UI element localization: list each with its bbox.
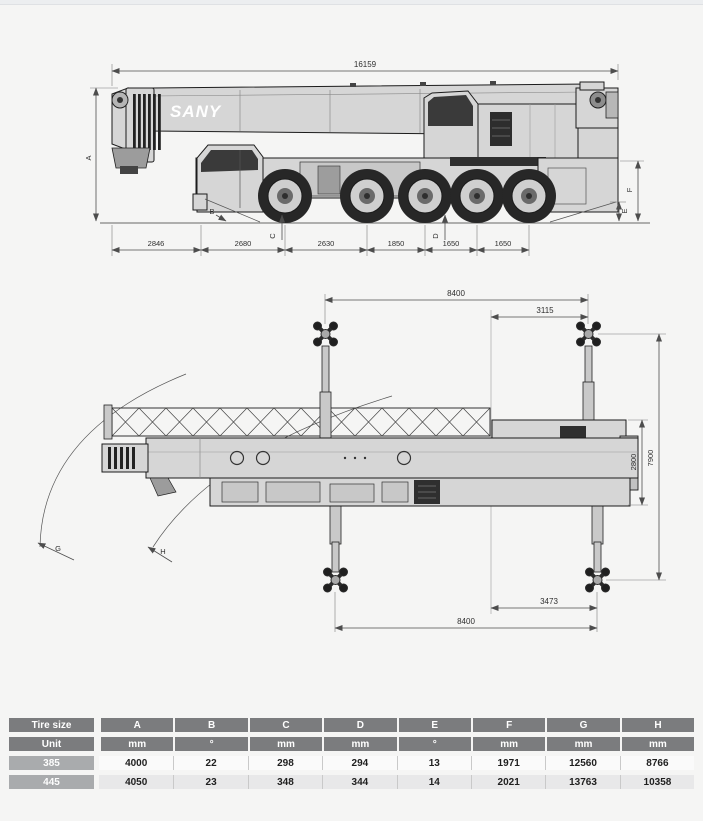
row385-e: 13: [396, 756, 471, 770]
row445-d: 344: [322, 775, 397, 789]
tire-size-385: 385: [9, 756, 99, 770]
unit-f: mm: [470, 737, 546, 751]
row385-b: 22: [173, 756, 248, 770]
row445-e: 14: [396, 775, 471, 789]
boom-top-view: [101, 437, 639, 497]
spec-table-unit-row: Unit mm ° mm mm ° mm mm mm: [9, 737, 695, 751]
unit-h: mm: [619, 737, 695, 751]
side-view-drawing: SANY: [84, 60, 650, 256]
spec-table-header-row: Tire size A B C D E F G H: [9, 718, 695, 732]
row385-f: 1971: [470, 756, 546, 770]
boom-head: [111, 87, 161, 174]
spec-table: Tire size A B C D E F G H Unit mm ° mm m…: [9, 713, 695, 794]
row445-f: 2021: [470, 775, 546, 789]
hook-block: [111, 147, 151, 169]
approach-angle-line: [204, 198, 261, 223]
spec-table-row-445: 445 4050 23 348 344 14 2021 13763 10358: [9, 775, 695, 789]
col-header-b: B: [173, 718, 248, 732]
dim-chain-3: 1850: [388, 239, 405, 248]
dim-outrigger-span-rear: 8400: [457, 617, 475, 626]
col-header-f: F: [470, 718, 546, 732]
col-header-g: G: [545, 718, 620, 732]
dim-chain-5: 1650: [495, 239, 512, 248]
row445-g: 13763: [545, 775, 620, 789]
col-header-a: A: [99, 718, 174, 732]
top-view-drawing: G H: [37, 289, 666, 632]
operator-cab: [423, 90, 479, 159]
col-header-c: C: [247, 718, 323, 732]
page-top-accent: [0, 0, 703, 5]
dim-label-g: G: [55, 544, 61, 553]
col-header-e: E: [396, 718, 471, 732]
sany-logo: SANY: [170, 102, 222, 121]
dim-chain-0: 2846: [148, 239, 165, 248]
winch-assembly: [575, 81, 619, 159]
unit-c: mm: [247, 737, 323, 751]
unit-d: mm: [322, 737, 397, 751]
row445-c: 348: [247, 775, 323, 789]
wheelbase-dimension-chain: 2846 2680 2630 1850 1650 1650: [111, 225, 530, 256]
dim-outrigger-span-front: 8400: [447, 289, 465, 298]
dim-vehicle-width: 2800: [629, 454, 638, 471]
dim-label-f: F: [625, 187, 634, 192]
unit-e: °: [396, 737, 471, 751]
unit-b: °: [173, 737, 248, 751]
col-header-tire-size: Tire size: [9, 718, 99, 732]
dim-label-d: D: [431, 233, 440, 239]
dim-center-to-front-outrigger: 3115: [536, 306, 554, 315]
engine-housing: [477, 103, 579, 159]
dim-chain-4: 1650: [443, 239, 460, 248]
col-header-d: D: [322, 718, 397, 732]
lattice-jib: [103, 404, 491, 440]
row385-h: 8766: [619, 756, 695, 770]
row445-h: 10358: [619, 775, 695, 789]
turntable: [450, 157, 546, 166]
crane-drawings: SANY: [37, 60, 666, 632]
wheels: [258, 169, 556, 223]
row385-d: 294: [322, 756, 397, 770]
dim-outrigger-extended-width: 7900: [646, 450, 655, 467]
row385-c: 298: [247, 756, 323, 770]
dim-label-e: E: [620, 208, 629, 213]
dim-label-b: B: [209, 207, 214, 216]
dim-label-a: A: [84, 155, 93, 160]
dim-label-h: H: [160, 547, 165, 556]
unit-g: mm: [545, 737, 620, 751]
dim-chain-2: 2630: [318, 239, 335, 248]
tire-size-445: 445: [9, 775, 99, 789]
unit-row-label: Unit: [9, 737, 99, 751]
outrigger-pads: [313, 321, 610, 593]
row385-g: 12560: [545, 756, 620, 770]
row445-b: 23: [173, 775, 248, 789]
swing-radius-arc-g: [39, 373, 187, 548]
departure-angle-line: [549, 201, 617, 223]
dim-center-to-rear-outrigger: 3473: [540, 597, 558, 606]
row385-a: 4000: [99, 756, 174, 770]
dim-chain-1: 2680: [235, 239, 252, 248]
row445-a: 4050: [99, 775, 174, 789]
driver-cab: [192, 144, 264, 213]
col-header-h: H: [619, 718, 695, 732]
spec-table-row-385: 385 4000 22 298 294 13 1971 12560 8766: [9, 756, 695, 770]
dim-label-c: C: [268, 233, 277, 239]
unit-a: mm: [99, 737, 174, 751]
dim-overall-length: 16159: [354, 60, 377, 69]
